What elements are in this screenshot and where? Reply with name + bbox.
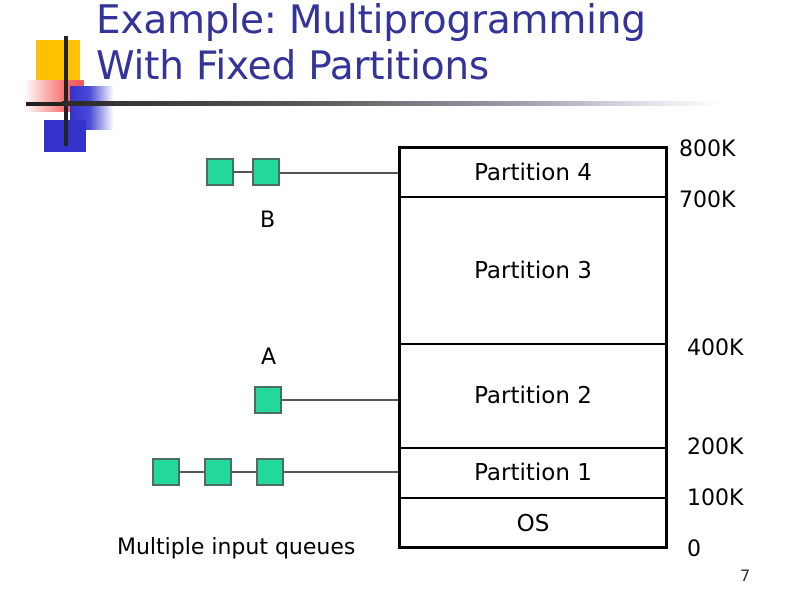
queues-caption: Multiple input queues: [117, 535, 356, 560]
queue-connector-line: [282, 399, 398, 401]
queued-job-box[interactable]: [254, 386, 282, 414]
queue-label: A: [261, 345, 277, 370]
memory-address-label: 100K: [687, 486, 744, 511]
memory-map: Partition 4 Partition 3 Partition 2 Partiti…: [398, 146, 668, 549]
memory-address-label: 0: [687, 537, 701, 562]
queued-job-box[interactable]: [206, 158, 234, 186]
memory-partition: Partition 4: [401, 149, 665, 196]
queued-job-box[interactable]: [256, 458, 284, 486]
queue-link-segment: [232, 471, 256, 473]
memory-partition-label: Partition 2: [474, 383, 592, 409]
slide-number: 7: [740, 566, 751, 585]
memory-partition-label: Partition 4: [474, 159, 592, 186]
memory-partition: Partition 2: [401, 343, 665, 447]
queue-connector-line: [280, 172, 398, 174]
memory-address-label: 400K: [687, 336, 744, 361]
memory-partition: Partition 1: [401, 447, 665, 497]
memory-partition: Partition 3: [401, 196, 665, 343]
memory-partition: OS: [401, 497, 665, 548]
memory-partition-label: OS: [516, 510, 550, 537]
queue-label: B: [260, 208, 276, 233]
queue-link-segment: [234, 171, 252, 173]
queued-job-box[interactable]: [252, 158, 280, 186]
logo-cross-vertical: [64, 36, 68, 146]
decorative-logo: [18, 36, 114, 152]
queued-job-box[interactable]: [152, 458, 180, 486]
memory-address-label: 200K: [687, 435, 744, 460]
memory-address-label: 800K: [679, 137, 736, 162]
queue-connector-line: [180, 471, 398, 473]
memory-address-label: 700K: [679, 188, 736, 213]
logo-cross-horizontal: [26, 102, 96, 106]
title-underline-rule: [62, 101, 722, 106]
logo-yellow-square: [36, 40, 80, 80]
memory-partition-label: Partition 1: [474, 460, 592, 486]
queued-job-box[interactable]: [204, 458, 232, 486]
queue-link-segment: [180, 471, 204, 473]
memory-partition-label: Partition 3: [474, 257, 592, 284]
slide-title: Example: Multiprogramming With Fixed Par…: [96, 0, 646, 89]
